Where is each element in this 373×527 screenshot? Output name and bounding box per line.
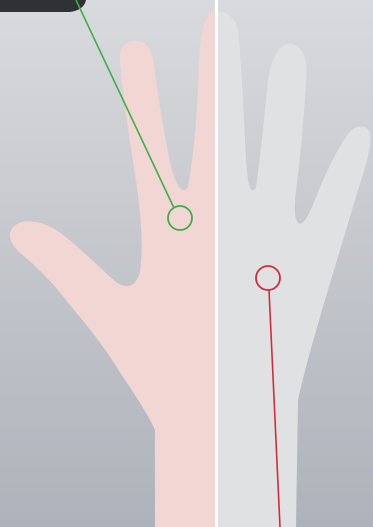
left-hand-pale [9, 11, 216, 527]
green-marker-line [75, 0, 175, 209]
green-marker-circle [167, 205, 193, 231]
corner-tab [0, 0, 86, 12]
right-hand-red [216, 11, 371, 527]
red-marker-circle [255, 265, 281, 291]
red-marker-line [268, 289, 281, 527]
center-divider [215, 0, 218, 527]
